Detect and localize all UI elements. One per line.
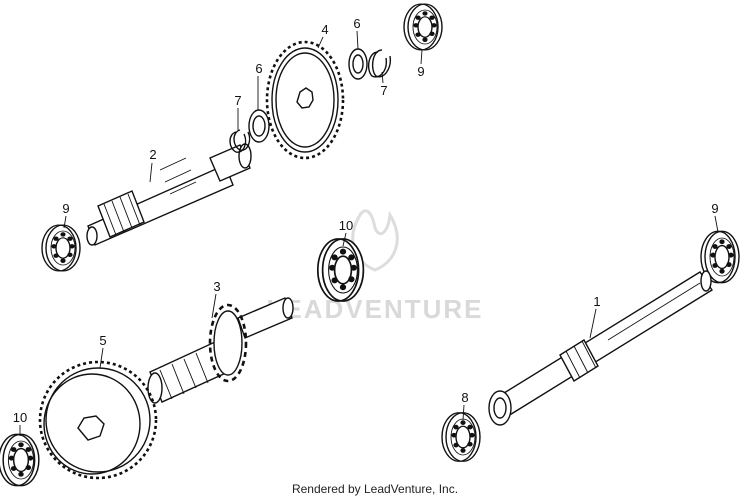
- callout-6-upper: 6: [353, 16, 360, 31]
- callout-10-bottom: 10: [13, 410, 27, 425]
- watermark-text: LEADVENTURE: [266, 294, 483, 324]
- callout-4: 4: [321, 22, 328, 37]
- callout-10-middle: 10: [339, 218, 353, 233]
- part-9-bearing-top: [403, 3, 443, 51]
- part-2-countershaft: [86, 143, 252, 246]
- callout-5: 5: [99, 333, 106, 348]
- part-9-bearing-left: [41, 224, 81, 272]
- callout-9-right: 9: [711, 201, 718, 216]
- callout-7-lower: 7: [234, 93, 241, 108]
- part-3-shaft: [147, 297, 294, 404]
- part-10-bearing-bottom: [0, 433, 40, 487]
- callout-9-left: 9: [62, 201, 69, 216]
- part-5-gear: [38, 360, 158, 480]
- callouts: 1 2 3 4 5 6 6 7 7 8 9 9 9 10 10: [13, 16, 719, 425]
- callout-3: 3: [213, 279, 220, 294]
- part-8-bearing: [441, 412, 481, 462]
- callout-6-lower: 6: [255, 61, 262, 76]
- part-4-gear: [265, 40, 345, 160]
- part-10-bearing-middle: [316, 238, 365, 302]
- credit-text: Rendered by LeadVenture, Inc.: [291, 482, 459, 496]
- callout-1: 1: [593, 294, 600, 309]
- part-7-snap-ring-upper: [367, 49, 391, 78]
- leader-lines: [19, 30, 719, 436]
- part-1-mainshaft: [488, 270, 713, 426]
- part-7-snap-ring-lower: [229, 129, 251, 153]
- part-6-washer-lower: [248, 109, 270, 143]
- watermark: LEADVENTURE: [266, 209, 483, 324]
- callout-2: 2: [149, 147, 156, 162]
- part-6-washer-upper: [348, 48, 368, 80]
- callout-7-upper: 7: [380, 83, 387, 98]
- callout-8: 8: [461, 390, 468, 405]
- callout-9-top: 9: [417, 64, 424, 79]
